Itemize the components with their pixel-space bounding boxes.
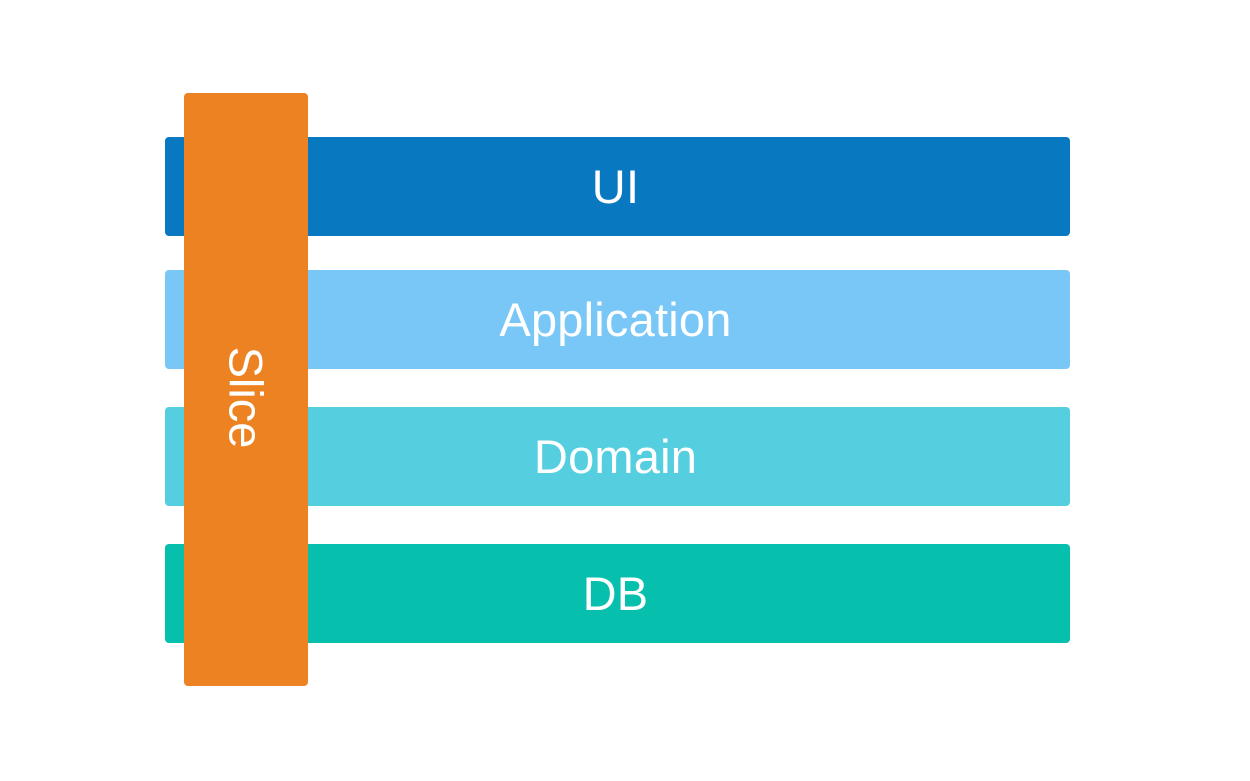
layer-label-application: Application: [499, 293, 732, 346]
layer-bar-ui[interactable]: UI: [165, 137, 1070, 236]
layer-bar-domain[interactable]: Domain: [165, 407, 1070, 506]
slice-label-wrap: Slice: [184, 312, 308, 482]
layer-bar-db[interactable]: DB: [165, 544, 1070, 643]
slice-label: Slice: [219, 346, 273, 448]
layer-bar-application[interactable]: Application: [165, 270, 1070, 369]
layer-label-ui: UI: [591, 160, 640, 213]
layer-label-db: DB: [582, 567, 649, 620]
slice-bar[interactable]: Slice: [184, 93, 308, 686]
layer-label-domain: Domain: [533, 430, 698, 483]
